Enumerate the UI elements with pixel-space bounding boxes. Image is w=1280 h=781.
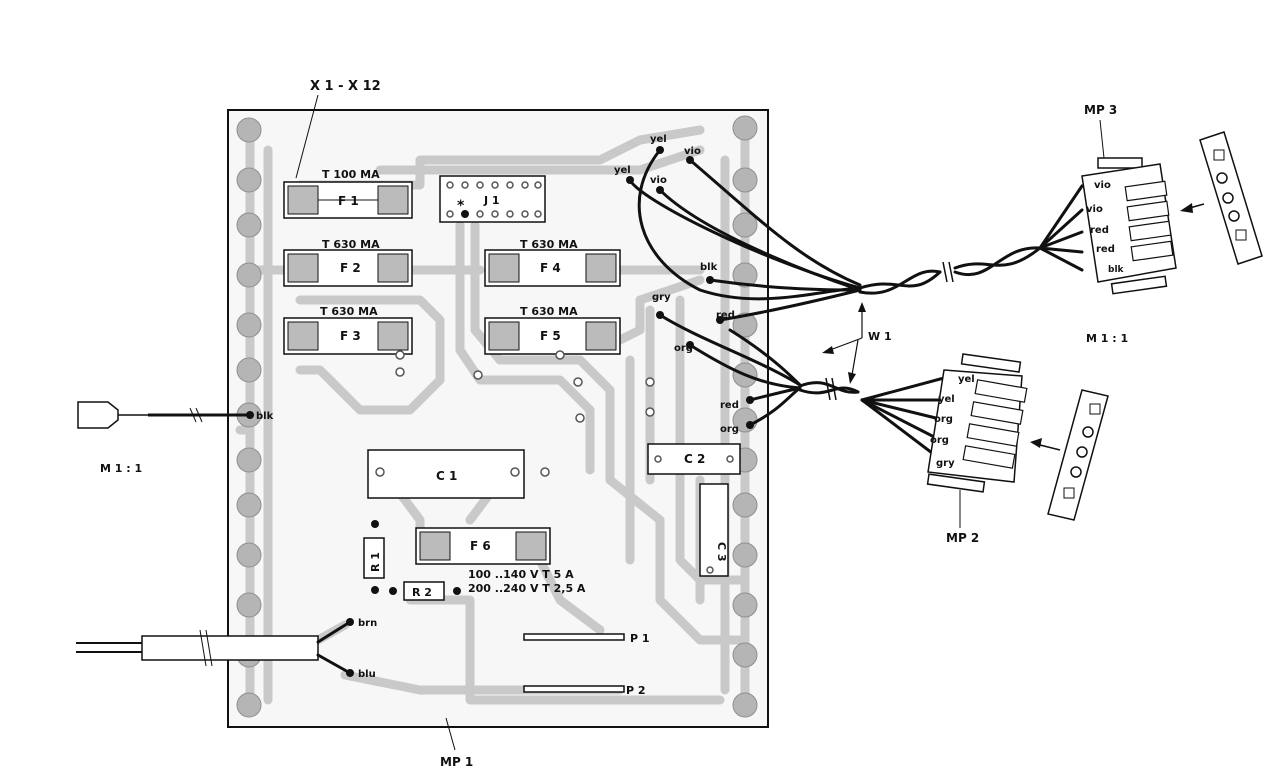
label-f2-rating: T 630 MA [322, 238, 380, 251]
plug-mp3 [1180, 131, 1263, 265]
fuse-f1 [283, 181, 413, 219]
fuse-f2 [283, 249, 413, 287]
label-mp2-gry: gry [936, 458, 955, 469]
label-star: * [457, 198, 465, 214]
resistor-r2 [403, 581, 445, 601]
capacitor-c1 [367, 449, 525, 499]
fuse-f5 [484, 317, 621, 355]
label-mp2-yel2: yel [938, 394, 955, 405]
connector-j1 [439, 175, 546, 223]
pads-right [732, 115, 758, 718]
mp1-pointer [445, 717, 456, 751]
misc-holes [395, 350, 714, 574]
label-mp1: MP 1 [440, 755, 473, 769]
pads-left [236, 117, 262, 718]
label-w1: W 1 [868, 330, 892, 343]
label-vio-b: vio [650, 175, 667, 186]
harness-mp3 [628, 148, 1084, 322]
pin-p1 [523, 633, 625, 641]
label-p1: P 1 [630, 632, 650, 645]
power-cable [76, 618, 354, 677]
harness-mp2 [658, 313, 946, 464]
label-r1: R 1 [369, 552, 382, 572]
label-f6-range2: 200 ..240 V T 2,5 A [468, 582, 586, 595]
label-f5-rating: T 630 MA [520, 305, 578, 318]
label-j1: J 1 [483, 194, 500, 207]
label-org-b: org [674, 343, 693, 354]
label-f3-rating: T 630 MA [320, 305, 378, 318]
fuse-f6 [415, 527, 551, 565]
label-mp2: MP 2 [946, 531, 979, 545]
label-vio-a: vio [684, 146, 701, 157]
blk-flat-connector [77, 401, 254, 429]
label-p2: P 2 [626, 684, 646, 697]
label-mp3-red1: red [1090, 225, 1109, 236]
label-mp2-yel1: yel [958, 374, 975, 385]
label-mp3: MP 3 [1084, 103, 1117, 117]
label-x-range: X 1 - X 12 [310, 79, 381, 94]
label-f1: F 1 [338, 194, 359, 208]
label-f5: F 5 [540, 329, 561, 343]
label-f6: F 6 [470, 539, 491, 553]
label-f4-rating: T 630 MA [520, 238, 578, 251]
label-f2: F 2 [340, 261, 361, 275]
label-mp3-blk: blk [1108, 265, 1125, 275]
capacitor-c2 [647, 443, 741, 475]
label-gry-b: gry [652, 292, 671, 303]
label-mp3-vio1: vio [1094, 180, 1111, 191]
label-org-c: org [720, 424, 739, 435]
connector-mp3 [1081, 157, 1177, 295]
connector-mp2 [926, 353, 1028, 493]
label-brn: brn [358, 618, 377, 629]
capacitor-c3 [699, 483, 729, 577]
label-mp3-vio2: vio [1086, 204, 1103, 215]
label-scale-left: M 1 : 1 [100, 462, 142, 475]
fuse-f4 [484, 249, 621, 287]
x-range-pointer [295, 94, 319, 179]
label-f3: F 3 [340, 329, 361, 343]
label-c3: C 3 [715, 542, 728, 562]
fuse-f3 [283, 317, 413, 355]
pin-p2 [523, 685, 625, 693]
w1-pointer [822, 302, 866, 384]
label-mp3-red2: red [1096, 244, 1115, 255]
mp3-pointer [1099, 119, 1105, 159]
harness-terminals [626, 146, 754, 429]
resistor-r1 [363, 537, 385, 579]
label-f6-range1: 100 ..140 V T 5 A [468, 568, 574, 581]
label-red-b: red [716, 310, 735, 321]
label-r2: R 2 [412, 586, 432, 599]
label-f1-rating: T 100 MA [322, 168, 380, 181]
label-f4: F 4 [540, 261, 561, 275]
label-mp2-org2: org [930, 435, 949, 446]
label-blu: blu [358, 669, 376, 680]
label-c2: C 2 [684, 452, 705, 466]
label-red-c: red [720, 400, 739, 411]
plug-mp2 [1030, 389, 1109, 521]
label-scale-right: M 1 : 1 [1086, 332, 1128, 345]
label-blk-left: blk [256, 411, 274, 422]
label-mp2-org1: org [934, 414, 953, 425]
label-yel-b: yel [614, 165, 631, 176]
label-blk-b: blk [700, 262, 718, 273]
label-yel-a: yel [650, 134, 667, 145]
label-c1: C 1 [436, 469, 457, 483]
